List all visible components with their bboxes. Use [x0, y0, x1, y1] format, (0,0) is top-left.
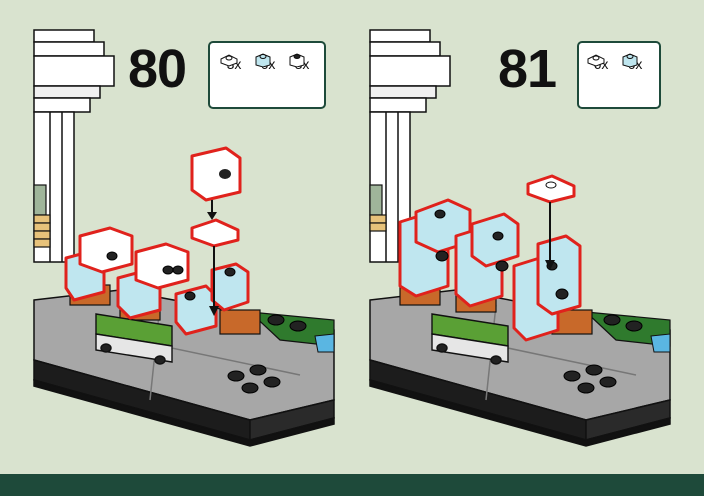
trans-light-blue-brick-1x1-icon — [255, 53, 271, 67]
step-number: 80 — [128, 39, 187, 99]
part-item: 3x — [220, 53, 248, 72]
black-brick-1x1-icon — [289, 53, 305, 67]
part-item: 6x — [587, 53, 615, 72]
part-item: 6x — [621, 53, 649, 72]
trans-columns-highlighted — [398, 198, 582, 342]
white-tower — [33, 29, 115, 263]
base-studs — [227, 314, 307, 394]
parts-list-box: 6x 6x — [577, 41, 661, 109]
step-number: 81 — [498, 39, 557, 99]
trans-brick-studs — [106, 251, 236, 301]
white-tower — [369, 29, 451, 263]
trans-light-blue-brick-1x1-icon — [622, 53, 638, 67]
step-80-illustration — [33, 29, 335, 447]
new-parts-callout — [526, 174, 576, 270]
left-details — [369, 184, 387, 232]
green-bus — [95, 313, 173, 365]
part-item: 6x — [254, 53, 282, 72]
footer-bar — [0, 474, 704, 496]
water — [314, 333, 335, 353]
base-studs — [563, 314, 643, 394]
white-plate-1x1-icon — [587, 54, 605, 67]
step-80-panel: 80 3x 6x 3x — [0, 0, 352, 474]
green-bus — [431, 313, 509, 365]
new-parts-callout — [190, 146, 242, 316]
step-81-panel: 81 6x 6x — [352, 0, 704, 474]
white-plate-1x1-icon — [220, 54, 238, 67]
parts-list-box: 3x 6x 3x — [208, 41, 326, 109]
left-details — [33, 184, 51, 248]
part-item: 3x — [288, 53, 316, 72]
water — [650, 333, 671, 353]
step-81-illustration — [369, 29, 671, 447]
